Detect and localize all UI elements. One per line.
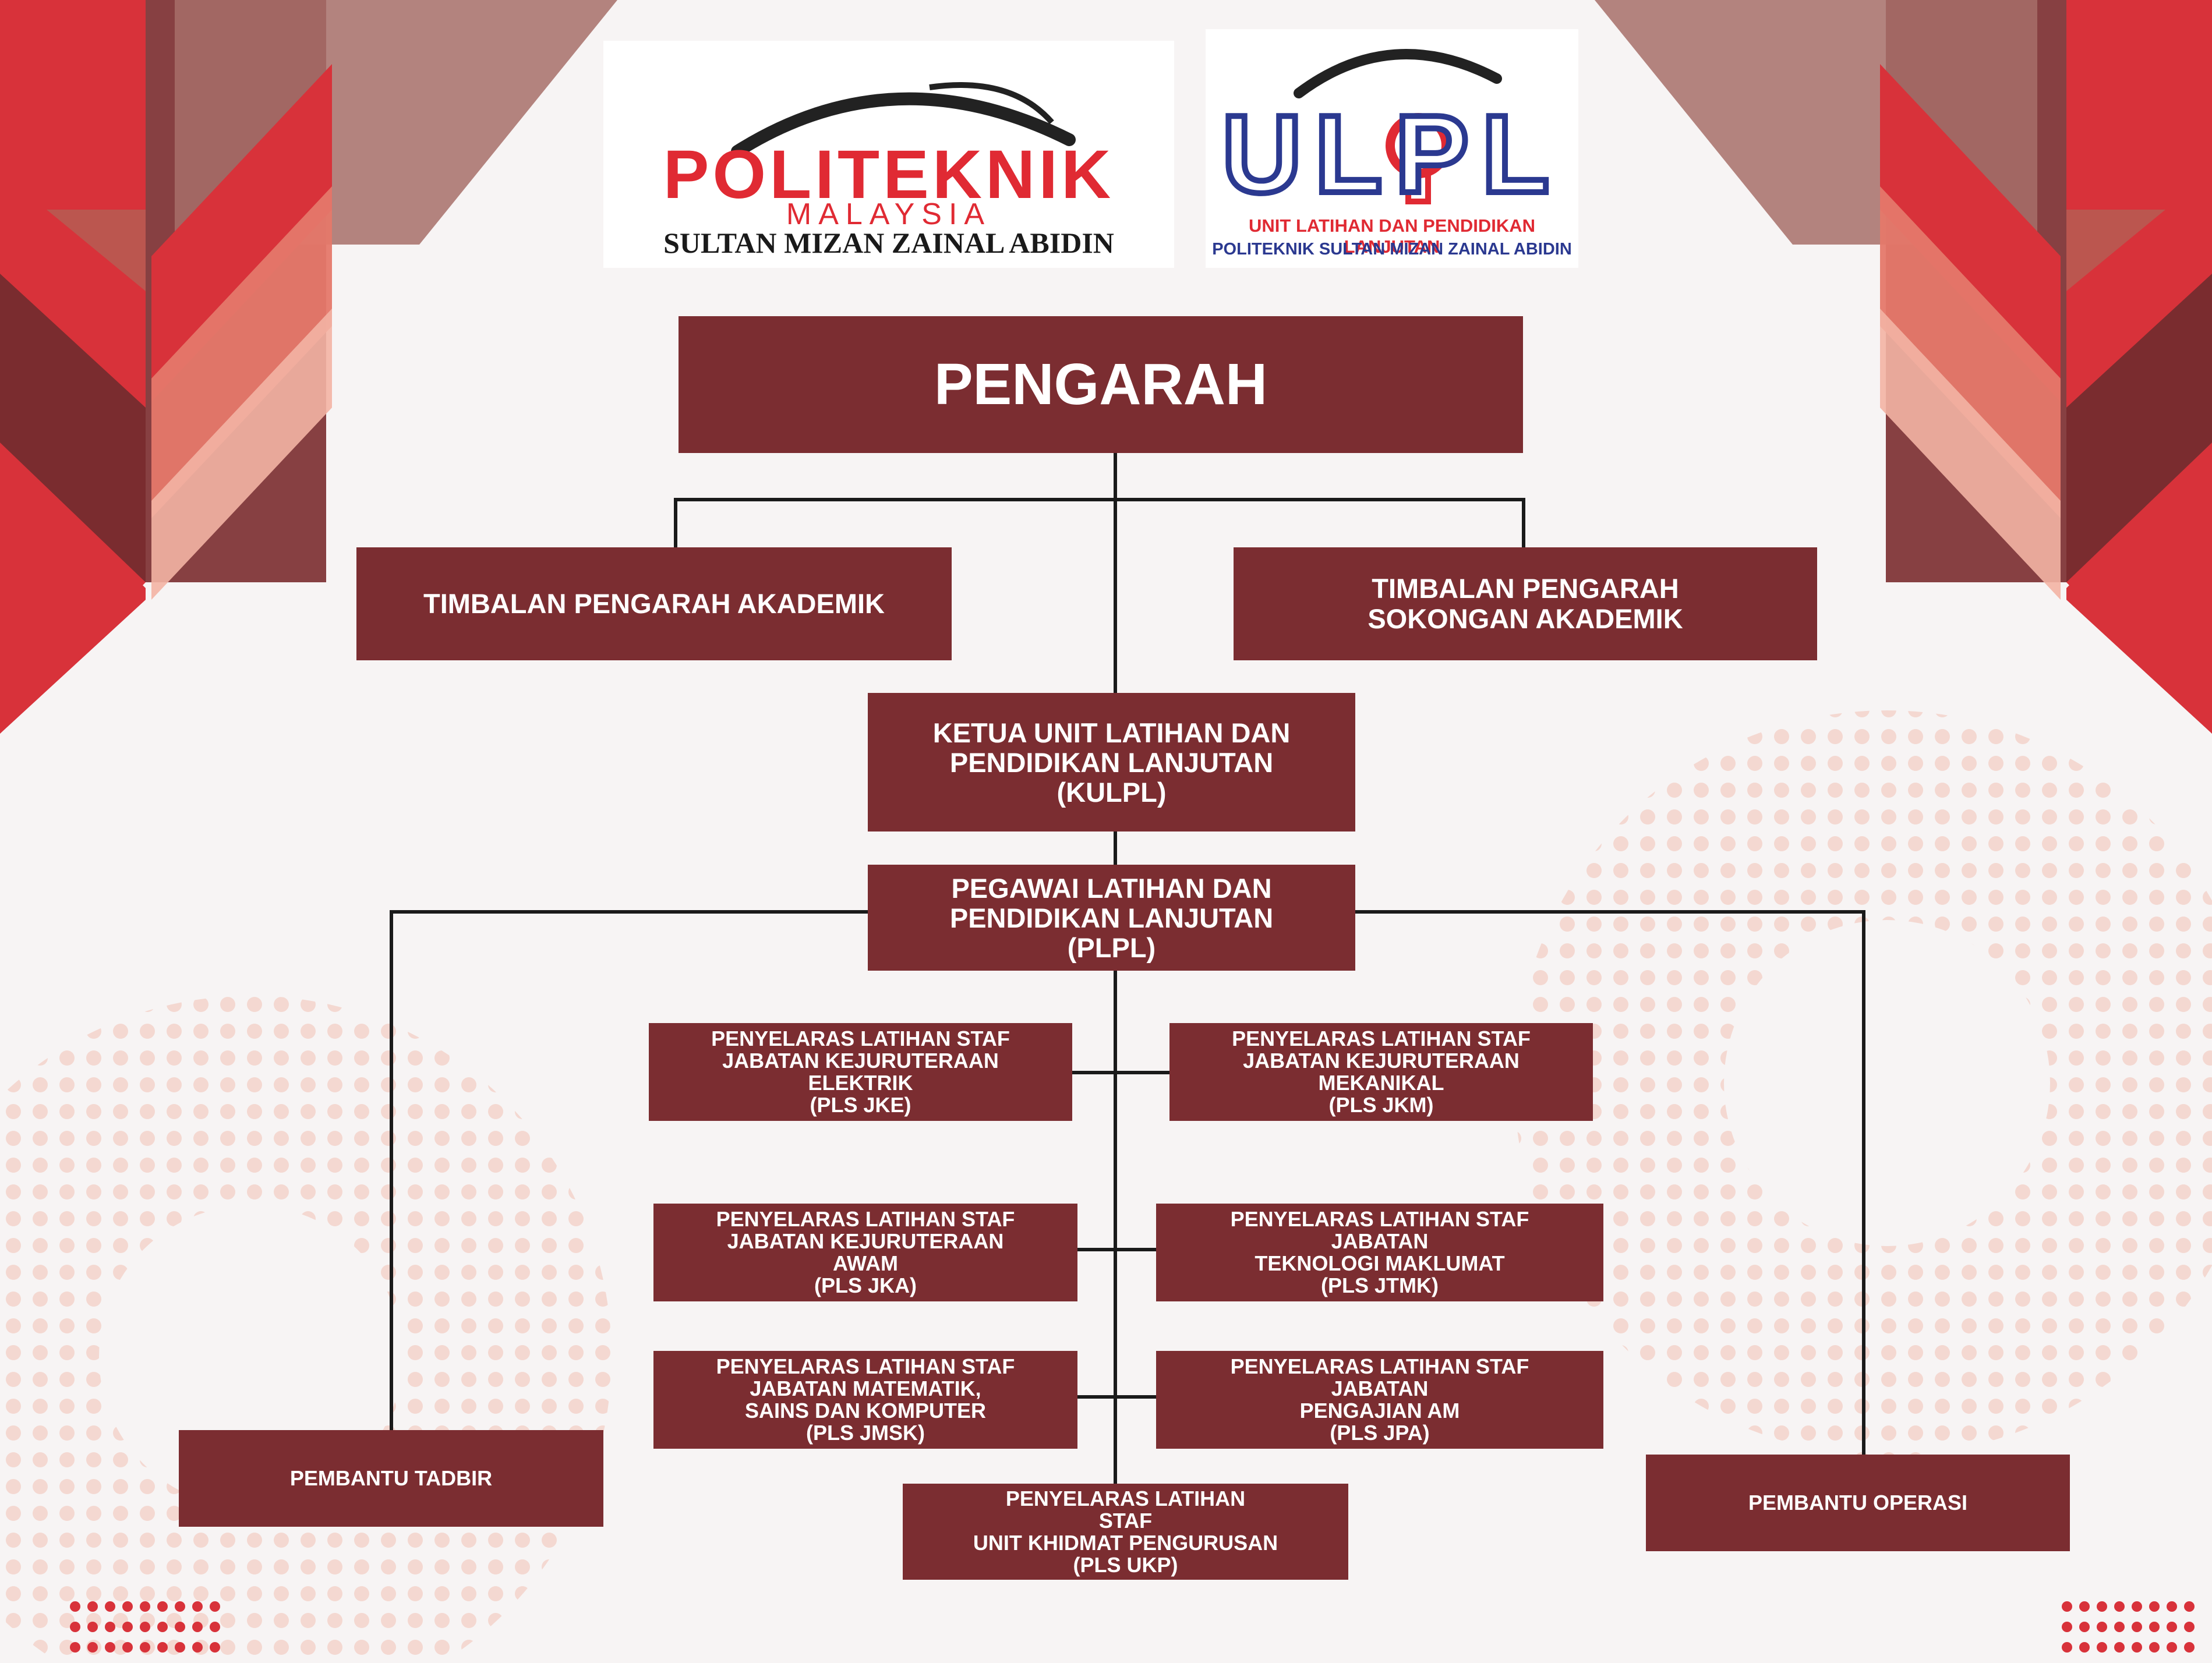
- ulpl-full-name: UNIT LATIHAN DAN PENDIDIKAN LANJUTAN: [1249, 215, 1535, 257]
- officer-box: PEGAWAI LATIHAN DAN PENDIDIKAN LANJUTAN …: [868, 865, 1355, 971]
- head-unit-box: KETUA UNIT LATIHAN DAN PENDIDIKAN LANJUT…: [868, 693, 1355, 832]
- dot-pattern-left: [0, 990, 641, 1663]
- dot-grid-bottom-right: [2062, 1601, 2195, 1653]
- ulpl-institution: POLITEKNIK SULTAN MIZAN ZAINAL ABIDIN: [1212, 240, 1572, 259]
- dot-grid-bottom-left: [70, 1601, 220, 1653]
- director-box: PENGARAH: [679, 316, 1523, 453]
- politeknik-logo: POLITEKNIK MALAYSIA SULTAN MIZAN ZAINAL …: [603, 41, 1174, 268]
- politeknik-country: MALAYSIA: [786, 197, 992, 231]
- operations-assistant-box: PEMBANTU OPERASI: [1646, 1455, 2070, 1551]
- ulpl-arc-icon: [1294, 49, 1502, 204]
- coordinator-jkm-box: PENYELARAS LATIHAN STAF JABATAN KEJURUTE…: [1169, 1023, 1593, 1121]
- coordinator-jpa-box: PENYELARAS LATIHAN STAF JABATAN PENGAJIA…: [1156, 1351, 1603, 1449]
- politeknik-wordmark: POLITEKNIK: [663, 136, 1115, 213]
- dot-pattern-right: [1503, 699, 2212, 1456]
- admin-assistant-box: PEMBANTU TADBIR: [179, 1430, 603, 1527]
- deputy-support-box: TIMBALAN PENGARAH SOKONGAN AKADEMIK: [1234, 547, 1817, 660]
- coordinator-ukp-box: PENYELARAS LATIHAN STAF UNIT KHIDMAT PEN…: [903, 1484, 1348, 1580]
- coordinator-jke-box: PENYELARAS LATIHAN STAF JABATAN KEJURUTE…: [649, 1023, 1072, 1121]
- corner-decoration-top-right: [1595, 0, 2212, 734]
- coordinator-jmsk-box: PENYELARAS LATIHAN STAF JABATAN MATEMATI…: [653, 1351, 1077, 1449]
- corner-decoration-top-left: [0, 0, 617, 734]
- coordinator-jtmk-box: PENYELARAS LATIHAN STAF JABATAN TEKNOLOG…: [1156, 1204, 1603, 1301]
- coordinator-jka-box: PENYELARAS LATIHAN STAF JABATAN KEJURUTE…: [653, 1204, 1077, 1301]
- ulpl-logo: ULPL UNIT LATIHAN DAN PENDIDIKAN LANJUTA…: [1206, 29, 1578, 268]
- ulpl-acronym: ULPL: [1219, 93, 1563, 216]
- politeknik-arc-icon: [731, 82, 1076, 158]
- politeknik-campus: SULTAN MIZAN ZAINAL ABIDIN: [663, 227, 1114, 259]
- deputy-academic-box: TIMBALAN PENGARAH AKADEMIK: [356, 547, 952, 660]
